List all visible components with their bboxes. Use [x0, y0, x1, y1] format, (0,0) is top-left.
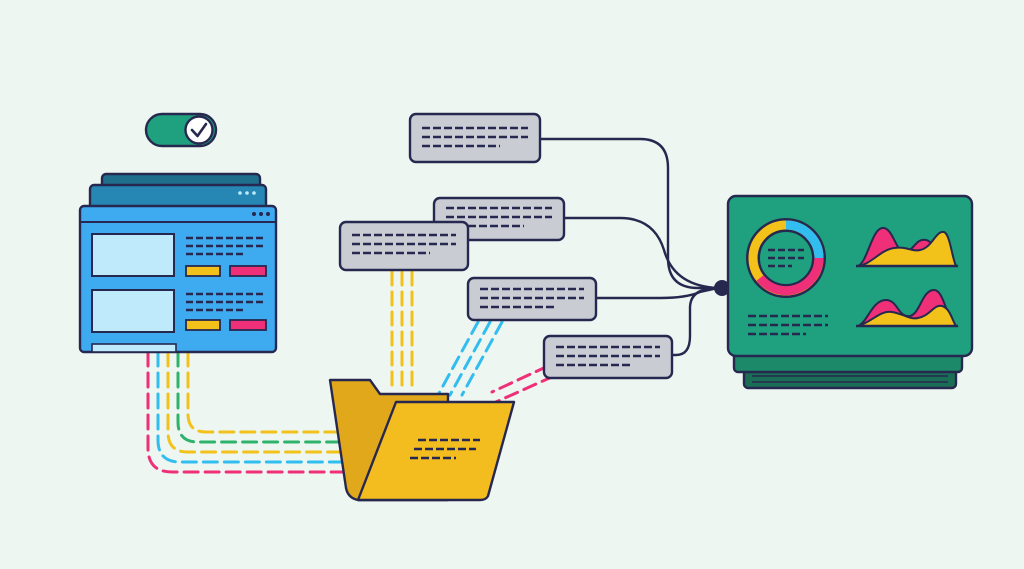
dashed-line-card3-a [436, 320, 480, 397]
tag-yellow-1 [185, 265, 221, 277]
dashed-line-pink [146, 350, 374, 474]
note-card-4 [466, 276, 598, 322]
cards-to-folder-lines [390, 270, 556, 404]
dashed-line-cyan [156, 350, 374, 464]
cards-to-hub-lines [538, 137, 720, 357]
dashboard-edge-lines [752, 375, 948, 383]
dashed-line-card4-a [490, 364, 550, 394]
folder-text-lines [410, 438, 480, 460]
folder-icon [328, 378, 516, 502]
connector-1 [538, 137, 720, 290]
connector-dot-icon [714, 280, 730, 296]
dashed-line-card3-c [460, 320, 504, 397]
connector-2 [562, 216, 720, 290]
tag-pink-1 [229, 265, 267, 277]
toggle-knob [184, 115, 214, 145]
source-app-window [78, 172, 278, 354]
area-chart-icon [856, 288, 959, 328]
window-text-lines [186, 236, 266, 312]
area-chart-icon [856, 227, 958, 268]
content-panel-2 [91, 289, 175, 333]
note-card-3 [338, 220, 470, 272]
check-icon [190, 122, 208, 138]
donut-chart-icon [746, 218, 826, 298]
window-dots-front [252, 212, 270, 216]
note-card-1 [408, 112, 542, 164]
tag-yellow-2 [185, 319, 221, 331]
dashed-line-card3-b [448, 320, 492, 397]
dashed-line-yellow [166, 350, 374, 454]
dashed-line-yellow-2 [186, 350, 374, 434]
toggle-switch [144, 112, 218, 148]
dashed-line-card4-b [494, 374, 556, 404]
dashboard-text-lines [748, 314, 828, 336]
note-card-5 [542, 334, 674, 380]
connector-4 [670, 286, 720, 357]
app-to-folder-lines [146, 350, 374, 474]
tag-pink-2 [229, 319, 267, 331]
window-footer-bar [91, 343, 177, 353]
window-dots-mid [238, 191, 256, 195]
dashboard [726, 194, 974, 390]
folder-front [356, 400, 516, 502]
dashed-line-green [176, 350, 374, 444]
content-panel-1 [91, 233, 175, 277]
